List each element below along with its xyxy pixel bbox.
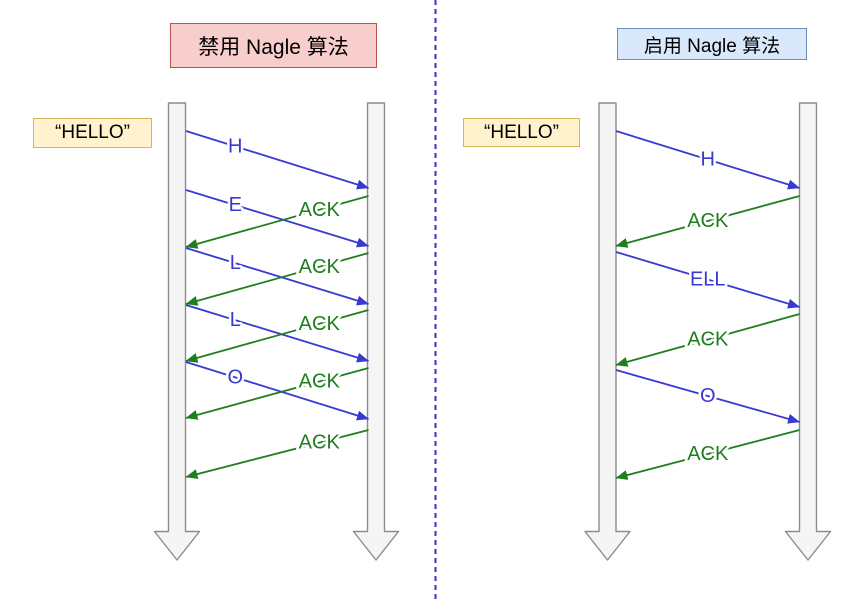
panel-nagle-enabled: H ACK ELL ACK O ACK [584, 102, 832, 561]
data-segment-label-L: L [230, 252, 241, 274]
data-segment-label-O: O [227, 366, 243, 388]
ack-label-ACK: ACK [299, 432, 341, 454]
source-data-label-right: “HELLO” [463, 118, 580, 147]
ack-label-ACK: ACK [299, 256, 341, 278]
ack-arrow-ACK [185, 367, 369, 420]
data-segment-label-ELL: ELL [690, 269, 726, 291]
receiver-timeline-arrow [784, 102, 832, 561]
data-segment-arrow-H [185, 130, 369, 190]
data-segment-label-O: O [700, 385, 716, 407]
ack-arrow-ACK [185, 252, 369, 306]
ack-arrow-ACK [185, 195, 369, 249]
data-segment-arrow-O [615, 369, 800, 424]
ack-label-ACK: ACK [687, 443, 729, 465]
panel-title-nagle-disabled: 禁用 Nagle 算法 [170, 23, 377, 68]
data-segment-arrow-ELL [615, 251, 800, 309]
data-segment-arrow-L [185, 304, 369, 363]
ack-label-ACK: ACK [299, 313, 341, 335]
receiver-timeline-arrow [352, 102, 400, 561]
panel-title-nagle-enabled: 启用 Nagle 算法 [617, 28, 807, 60]
sender-timeline-arrow [153, 102, 201, 561]
sender-timeline-arrow [584, 102, 631, 561]
ack-label-ACK: ACK [687, 329, 729, 351]
data-segment-arrow-O [185, 361, 369, 421]
ack-arrow-ACK [185, 429, 369, 479]
source-data-label-left: “HELLO” [33, 118, 152, 148]
ack-arrow-ACK [615, 195, 800, 248]
data-segment-label-H: H [228, 135, 242, 157]
ack-arrow-ACK [615, 429, 800, 480]
data-segment-label-E: E [229, 194, 242, 216]
data-segment-label-H: H [701, 149, 715, 171]
ack-label-ACK: ACK [299, 371, 341, 393]
data-segment-arrow-H [615, 130, 800, 190]
data-segment-label-L: L [230, 309, 241, 331]
ack-arrow-ACK [185, 309, 369, 363]
panel-nagle-disabled: H E L L O ACK ACK ACK ACK ACK [153, 102, 400, 561]
data-segment-arrow-E [185, 189, 369, 248]
ack-arrow-ACK [615, 313, 800, 367]
ack-label-ACK: ACK [299, 199, 341, 221]
ack-label-ACK: ACK [687, 210, 729, 232]
data-segment-arrow-L [185, 247, 369, 306]
